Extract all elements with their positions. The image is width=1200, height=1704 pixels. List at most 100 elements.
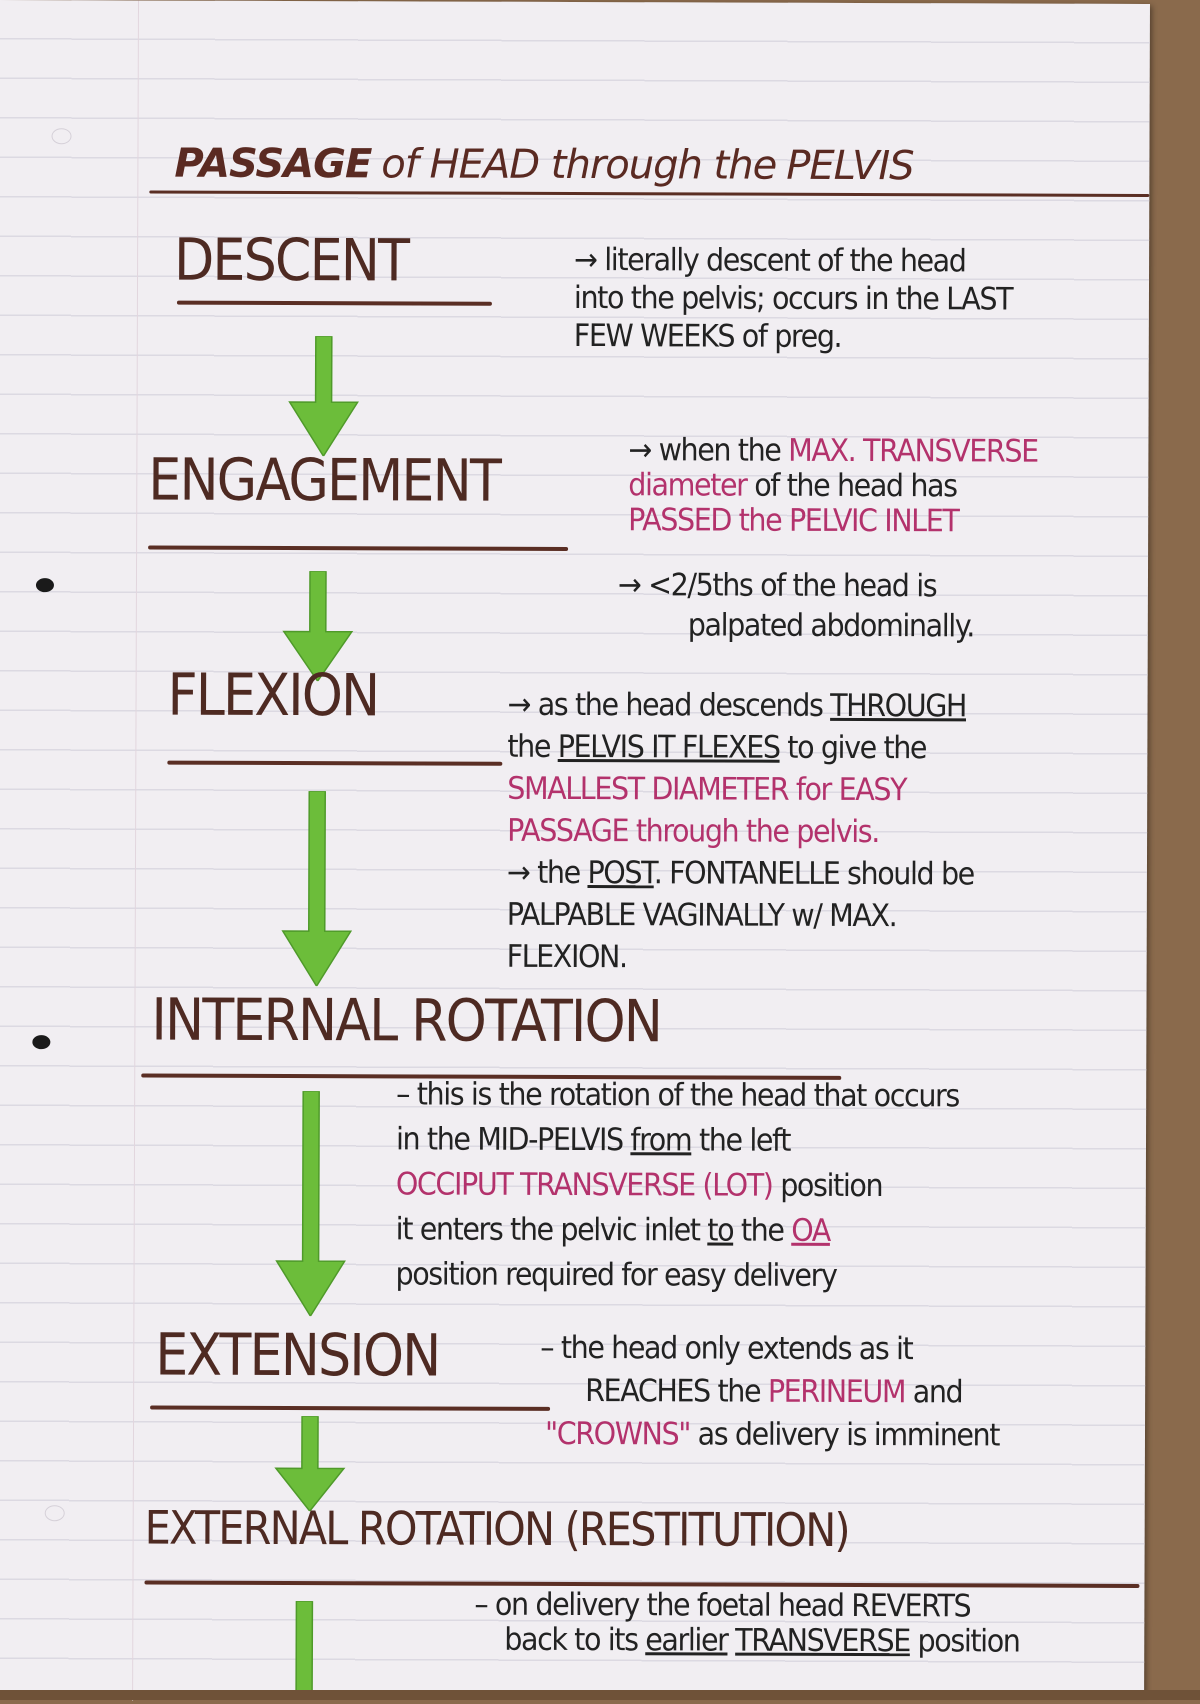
note-text: of the head has: [746, 467, 957, 505]
highlighted-text: PASSED the PELVIC INLET: [628, 502, 959, 540]
stage-heading: EXTERNAL ROTATION (RESTITUTION): [144, 1500, 849, 1557]
note-line: → <2/5ths of the head is: [618, 567, 936, 604]
note-text: the: [507, 728, 558, 765]
note-text: . FONTANELLE should be: [653, 855, 974, 893]
note-text: → the: [506, 854, 588, 892]
note-line: in the MID-PELVIS from the left: [396, 1121, 790, 1158]
note-line: – this is the rotation of the head that …: [396, 1076, 959, 1114]
note-line: SMALLEST DIAMETER for EASY: [507, 771, 906, 808]
note-text: → as the head descends: [507, 686, 831, 724]
highlighted-text: SMALLEST DIAMETER for EASY: [507, 770, 907, 809]
note-text: back to its: [504, 1621, 646, 1659]
note-text: FEW WEEKS of preg.: [573, 318, 842, 355]
note-text: palpated abdominally.: [687, 607, 975, 645]
note-text: into the pelvis; occurs in the LAST: [573, 280, 1013, 318]
down-arrow-icon: [288, 335, 359, 457]
note-text: to: [707, 1212, 734, 1249]
down-arrow-icon: [281, 790, 353, 987]
note-text: the: [733, 1212, 792, 1249]
note-line: FEW WEEKS of preg.: [574, 318, 842, 355]
note-text: earlier: [645, 1622, 728, 1659]
note-text: position: [772, 1167, 883, 1205]
note-text: position required for easy delivery: [395, 1256, 837, 1294]
note-text: from: [630, 1122, 692, 1159]
title-part: of HEAD through the: [381, 141, 777, 189]
note-text: REACHES the: [585, 1373, 768, 1410]
heading-underline: [167, 760, 503, 766]
stage-section: EXTERNAL ROTATION (RESTITUTION) – on deli…: [0, 0, 1150, 1692]
note-line: – the head only extends as it: [540, 1330, 912, 1367]
stage-heading: INTERNAL ROTATION: [151, 985, 662, 1056]
highlighted-text: OA: [791, 1212, 831, 1249]
note-line: PALPABLE VAGINALLY w/ MAX.: [507, 897, 897, 934]
down-arrow-icon: [282, 570, 354, 682]
stage-heading: ENGAGEMENT: [148, 445, 501, 515]
note-text: – the head only extends as it: [540, 1329, 913, 1368]
highlighted-text: OCCIPUT TRANSVERSE (LOT): [395, 1166, 773, 1204]
note-text: position: [909, 1623, 1020, 1660]
note-text: TRANSVERSE: [735, 1622, 910, 1660]
note-line: diameter of the head has: [628, 467, 956, 504]
note-text: [727, 1623, 735, 1659]
down-arrow-icon: [274, 1415, 346, 1512]
note-text: the left: [691, 1122, 791, 1159]
punch-hole: [35, 578, 54, 593]
note-text: in the MID-PELVIS: [395, 1121, 631, 1159]
note-text: PELVIS IT FLEXES: [557, 728, 780, 766]
note-text: PALPABLE VAGINALLY w/ MAX.: [506, 896, 897, 935]
note-line: into the pelvis; occurs in the LAST: [574, 280, 1012, 318]
heading-underline: [176, 300, 492, 306]
stage-heading: FLEXION: [167, 660, 379, 730]
note-line: FLEXION.: [507, 939, 627, 975]
note-text: → when the: [628, 432, 789, 469]
note-text: POST: [587, 855, 654, 892]
title-part: PELVIS: [786, 142, 914, 190]
highlighted-text: diameter: [628, 467, 747, 504]
note-text: – this is the rotation of the head that …: [396, 1076, 959, 1115]
stage-heading: EXTENSION: [155, 1320, 440, 1390]
down-arrow-icon: [295, 1600, 314, 1692]
down-arrow-icon: [275, 1090, 346, 1317]
stage-heading: DESCENT: [173, 225, 409, 295]
note-line: position required for easy delivery: [395, 1256, 836, 1294]
note-line: → the POST. FONTANELLE should be: [507, 855, 974, 893]
heading-underline: [148, 545, 569, 551]
note-text: → literally descent of the head: [574, 242, 966, 280]
note-line: REACHES the PERINEUM and: [585, 1373, 962, 1410]
heading-underline: [150, 1405, 551, 1411]
note-text: it enters the pelvic inlet: [395, 1211, 708, 1249]
note-text: as delivery is imminent: [689, 1416, 1000, 1454]
stage-section: EXTENSION – the head only extends as it RE…: [0, 0, 1150, 1512]
note-line: OCCIPUT TRANSVERSE (LOT) position: [396, 1166, 882, 1204]
highlighted-text: PERINEUM: [767, 1373, 906, 1411]
table-surface: [0, 1690, 1200, 1700]
note-line: → when the MAX. TRANSVERSE: [628, 432, 1037, 469]
note-line: – on delivery the foetal head REVERTS: [474, 1587, 970, 1625]
punch-hole: [51, 128, 72, 145]
note-line: it enters the pelvic inlet to the OA: [396, 1211, 830, 1249]
note-line: → literally descent of the head: [574, 242, 966, 279]
note-line: "CROWNS" as delivery is imminent: [545, 1416, 999, 1454]
note-text: – on delivery the foetal head REVERTS: [474, 1586, 971, 1625]
note-text: FLEXION.: [506, 938, 627, 976]
note-line: palpated abdominally.: [688, 607, 974, 644]
punch-hole: [32, 1035, 51, 1050]
note-line: back to its earlier TRANSVERSE position: [504, 1622, 1019, 1660]
margin-line: [132, 0, 139, 1701]
highlighted-text: PASSAGE through the pelvis.: [507, 812, 880, 851]
highlighted-text: MAX. TRANSVERSE: [788, 432, 1038, 470]
note-line: PASSED the PELVIC INLET: [628, 502, 958, 539]
stage-section: INTERNAL ROTATION – this is the rotation …: [0, 0, 1150, 1317]
note-text: → <2/5ths of the head is: [617, 567, 937, 605]
note-text: and: [905, 1374, 963, 1411]
note-line: PASSAGE through the pelvis.: [507, 813, 879, 850]
title-underline: [149, 190, 1150, 198]
punch-hole: [44, 1505, 65, 1522]
note-line: → as the head descends THROUGH: [507, 687, 966, 725]
note-text: THROUGH: [830, 687, 967, 725]
